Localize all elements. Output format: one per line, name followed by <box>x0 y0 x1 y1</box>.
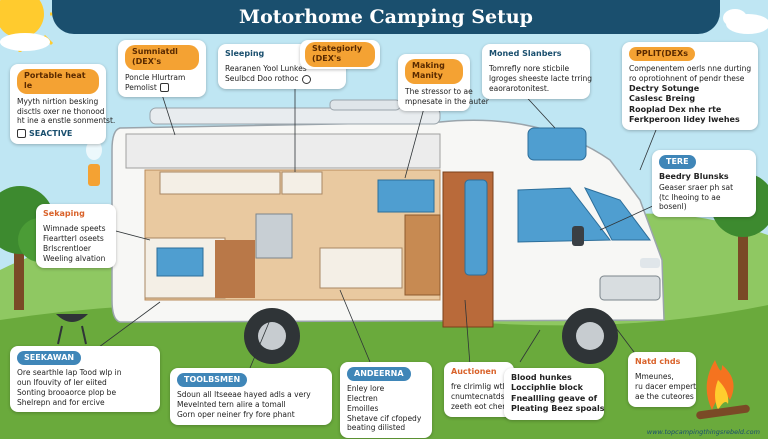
callout-title: Moned Slanbers <box>489 49 562 58</box>
callout-line: Geaser sraer ph sat <box>659 182 734 192</box>
callout-bold-line: Ferkperoon Iidey lwehes <box>629 115 740 125</box>
callout-line: The stressor to ae <box>405 86 473 96</box>
callout-line: Pemolist <box>125 83 199 93</box>
callout-line: Poncle Hlurtram <box>125 72 186 82</box>
callout-tag: Stategiorly (DEX's <box>305 42 375 67</box>
callout-line: Emoilles <box>347 403 379 413</box>
callout-title: Sleeping <box>225 49 265 58</box>
callout-line: oun lfouvity of ler eiited <box>17 378 107 388</box>
callout-making: Making Manity The stressor to ae mpnesat… <box>398 54 489 112</box>
badge-label: SEACTIVE <box>29 129 73 139</box>
callout-line: Electren <box>347 394 378 404</box>
callout-line: Shetave cif cfopedy <box>347 413 422 423</box>
callout-line: disctls oxer ne thonood <box>17 106 105 116</box>
callout-bold-line: Caslesc Breing <box>629 94 696 104</box>
callout-line-text: Seulbcd Doo rothoc <box>225 74 299 84</box>
callout-tag: PPLIT(DEXs <box>629 47 695 62</box>
callout-line: Sonting brooaorce plop be <box>17 387 117 397</box>
callout-tag: Portable heat le <box>17 69 99 94</box>
callout-line: Fneallling geave of <box>511 393 598 403</box>
callout-line: zeeth eot chemet <box>451 401 518 411</box>
awning <box>125 133 441 169</box>
callout-auction: Auctionen fre clrimlig wth cnumtecnatds … <box>444 362 518 417</box>
callout-tag: TERE <box>659 155 696 170</box>
callout-blood: Blood hunkes Locciphlie block Fneallling… <box>504 368 604 420</box>
cloud-icon <box>0 33 50 51</box>
footer-credit: www.topcampingthingsrebeld.com <box>646 428 760 436</box>
callout-line: Compenentem oerls nne durting <box>629 64 752 74</box>
callout-line: Gorn oper neiner fry fore phant <box>177 409 295 419</box>
callout-title: Natd chds <box>635 357 681 366</box>
callout-andeerna: ANDEERNA Enley lore Electren Emoilles Sh… <box>340 362 432 439</box>
callout-tag: TOOLBSMEN <box>177 373 248 388</box>
callout-toolbsmen: TOOLBSMEN Sdoun all ltseeae hayed adls a… <box>170 368 332 425</box>
callout-bold-line: Rooplad Dex nhe rte <box>629 104 722 114</box>
callout-bold-line: Dectry Sotunge <box>629 83 700 93</box>
callout-line: Blood hunkes <box>511 373 572 382</box>
callout-line: Myyth nirtion besking <box>17 96 99 106</box>
callout-line: cnumtecnatds <box>451 392 505 402</box>
callout-tag: Making Manity <box>405 59 463 84</box>
callout-tag: SEEKAWAN <box>17 351 82 366</box>
callout-line: Ore searthle lap Tood wlp in <box>17 368 122 378</box>
callout-line: ru dacer empert <box>635 382 697 392</box>
callout-split: PPLIT(DEXs Compenentem oerls nne durting… <box>622 42 758 131</box>
callout-line: Mevelnted tern alire a tomall <box>177 400 286 410</box>
callout-line: (tc lheoing to ae <box>659 192 721 202</box>
callout-sekaping: Sekaping Wimnade speets Fieartterl oseet… <box>36 204 116 269</box>
callout-moned: Moned Slanbers Tomrefly nore sticbile lg… <box>482 44 593 99</box>
callout-line: Enley lore <box>347 384 385 394</box>
callout-line: eaorarotonitest. <box>489 83 550 93</box>
callout-line: ht ine a enstle sonmentst. <box>17 116 116 126</box>
callout-natd: Natd chds Mmeunes, ru dacer empert ae th… <box>628 352 696 407</box>
cloud-icon <box>723 9 768 34</box>
callout-tere: TERE Beedry Blunsks Geaser sraer ph sat … <box>652 150 756 218</box>
callout-line: Weeling alvation <box>43 253 106 263</box>
callout-line-text: Pemolist <box>125 82 157 92</box>
info-icon <box>301 74 311 84</box>
callout-line: Pleating Beez spoals <box>511 404 605 414</box>
callout-line: ro oprotiohnent of pendr these <box>629 74 745 84</box>
callout-line: Fieartterl oseets <box>43 234 104 244</box>
callout-line: Shelrepn and for ercive <box>17 397 105 407</box>
callout-line: Beedry Blunsks <box>659 172 729 182</box>
callout-portable: Portable heat le Myyth nirtion besking d… <box>10 64 116 145</box>
callout-badge: SEACTIVE <box>17 129 99 139</box>
callout-line: bosenl) <box>659 202 687 212</box>
callout-line: fre clrimlig wth <box>451 382 508 392</box>
callout-stategiorly: Stategiorly (DEX's <box>300 40 380 69</box>
callout-title: Auctionen <box>451 367 497 376</box>
callout-line: Mmeunes, <box>635 372 674 382</box>
oven <box>255 213 293 259</box>
badge-icon <box>17 129 26 139</box>
callout-tag: ANDEERNA <box>347 367 411 382</box>
lantern-icon <box>86 140 102 186</box>
wheel <box>244 308 300 364</box>
callout-line: Wimnade speets <box>43 224 106 234</box>
bbq-grill-icon <box>56 314 88 345</box>
callout-line: Locciphlie block <box>511 383 583 393</box>
callout-line: Tomrefly nore sticbile <box>489 64 570 74</box>
title-banner: Motorhome Camping Setup <box>52 0 720 34</box>
callout-line: mpnesate in the auter <box>405 96 489 106</box>
wheel <box>562 308 618 364</box>
callout-line: ae the cuteores <box>635 391 694 401</box>
home-icon <box>159 83 169 93</box>
callout-line: Brlscrentloer <box>43 243 91 253</box>
callout-line: beating dilisted <box>347 423 406 433</box>
callout-summit: Sumniatdl (DEX's Poncle Hlurtram Pemolis… <box>118 40 206 98</box>
callout-line: Seulbcd Doo rothoc <box>225 74 339 84</box>
callout-line: lgroges sheeste lacte trring <box>489 74 593 84</box>
campfire-icon <box>696 360 750 420</box>
callout-tag: Sumniatdl (DEX's <box>125 45 199 70</box>
page-title: Motorhome Camping Setup <box>239 6 533 28</box>
callout-line: Sdoun all ltseeae hayed adls a very <box>177 390 311 400</box>
callout-seekawan: SEEKAWAN Ore searthle lap Tood wlp in ou… <box>10 346 160 413</box>
callout-line: Rearanen Yool Lunkes <box>225 64 307 74</box>
callout-title: Sekaping <box>43 209 85 218</box>
